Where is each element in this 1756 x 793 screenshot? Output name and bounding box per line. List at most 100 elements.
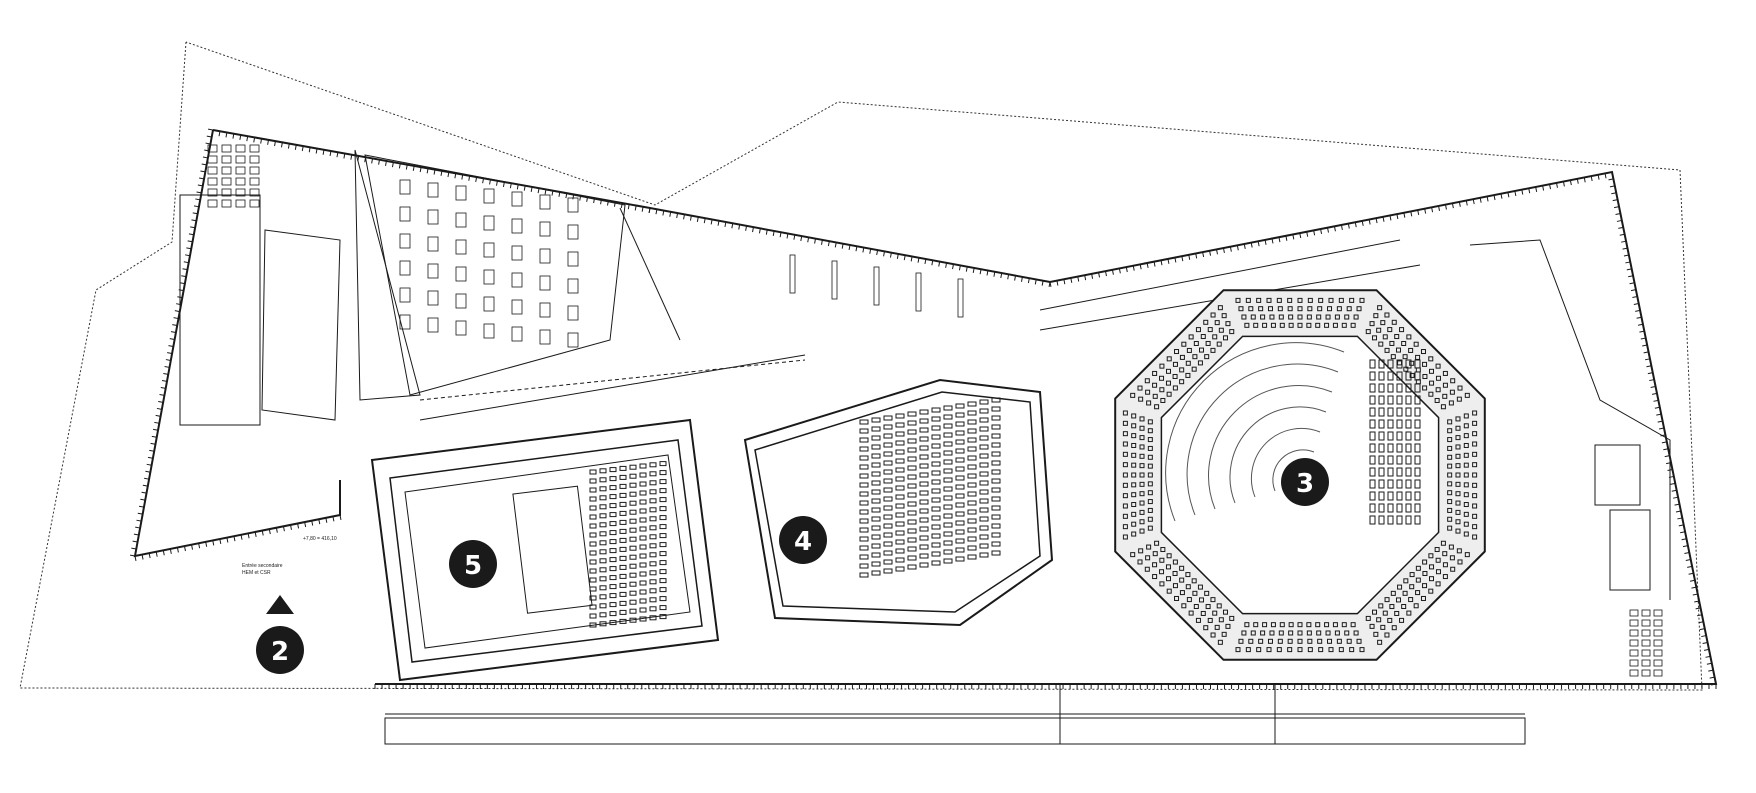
- seat: [943, 468, 953, 474]
- wall-tick: [855, 246, 858, 252]
- seat: [1396, 491, 1403, 501]
- seat: [1139, 425, 1145, 431]
- seat: [1204, 590, 1210, 596]
- seat: [1256, 297, 1262, 303]
- seat: [629, 599, 637, 605]
- wall-tick: [1472, 199, 1475, 205]
- seat: [1456, 548, 1462, 554]
- seat: [1442, 393, 1448, 399]
- wall-tick: [924, 258, 927, 265]
- seat: [1147, 507, 1153, 513]
- seat: [1447, 499, 1453, 505]
- seat: [649, 579, 657, 585]
- seat: [1188, 610, 1194, 616]
- desk: [249, 177, 260, 186]
- wall-tick: [159, 393, 165, 396]
- wall-tick: [965, 266, 968, 272]
- wall-tick: [903, 255, 906, 261]
- seat: [979, 426, 989, 432]
- wall-tick: [1681, 538, 1687, 541]
- seat: [1253, 322, 1259, 328]
- wall-tick: [1628, 275, 1634, 278]
- wall-tick: [1630, 289, 1636, 292]
- wall-tick: [1375, 218, 1378, 224]
- seat: [1365, 329, 1371, 335]
- seat: [1229, 329, 1235, 335]
- seat: [895, 440, 905, 446]
- seat: [1405, 395, 1412, 405]
- seat: [919, 526, 929, 532]
- wall-tick: [1674, 503, 1680, 506]
- seat: [943, 477, 953, 483]
- seat: [1422, 374, 1428, 380]
- seat: [619, 618, 627, 624]
- seat: [1428, 553, 1434, 559]
- desk: [207, 144, 218, 153]
- seat: [1447, 419, 1453, 425]
- seat: [859, 554, 869, 560]
- wall-tick: [1514, 190, 1517, 197]
- wall-tick: [138, 505, 145, 508]
- seat: [1122, 410, 1128, 416]
- wall-tick: [1403, 212, 1406, 218]
- seat: [629, 509, 637, 515]
- wall-tick: [197, 184, 203, 187]
- seat: [1131, 433, 1137, 439]
- seat: [1378, 341, 1384, 347]
- zone-marker-3: 3: [1281, 458, 1329, 506]
- seat: [931, 425, 941, 431]
- seat: [1455, 472, 1461, 478]
- wall-tick: [301, 146, 304, 152]
- wall-tick: [1354, 222, 1357, 228]
- seat: [619, 573, 627, 579]
- wall-tick: [683, 214, 685, 220]
- seat: [1420, 595, 1426, 601]
- seat: [1266, 297, 1272, 303]
- seat: [1399, 617, 1405, 623]
- seat: [1328, 647, 1334, 653]
- seat: [895, 503, 905, 509]
- seat: [1378, 419, 1385, 429]
- seat: [1442, 382, 1448, 388]
- seat: [1387, 371, 1394, 381]
- desk: [1653, 649, 1663, 657]
- seat: [1399, 327, 1405, 333]
- seat: [1297, 306, 1303, 312]
- seat: [609, 494, 617, 500]
- seat: [1152, 382, 1158, 388]
- seat: [1235, 647, 1241, 653]
- desk: [399, 233, 411, 249]
- seat: [1147, 472, 1153, 478]
- seat: [609, 539, 617, 545]
- seat: [967, 509, 977, 515]
- desk: [567, 305, 579, 321]
- seat: [1217, 639, 1223, 645]
- seat: [1181, 341, 1187, 347]
- wall-tick: [225, 132, 228, 138]
- seat: [907, 474, 917, 480]
- seat: [1193, 340, 1199, 346]
- seat: [1210, 597, 1216, 603]
- seat: [1334, 314, 1340, 320]
- wall-tick: [945, 262, 948, 268]
- seat: [943, 522, 953, 528]
- seat: [649, 561, 657, 567]
- seat: [1428, 391, 1434, 397]
- seat: [871, 534, 881, 540]
- seat: [609, 521, 617, 527]
- desk: [207, 199, 218, 208]
- seat: [619, 546, 627, 552]
- wall-tick: [468, 175, 471, 181]
- wall-tick: [1699, 628, 1705, 631]
- seat: [1447, 463, 1453, 469]
- wall-tick: [1659, 427, 1665, 430]
- seat: [639, 571, 647, 577]
- seat: [589, 487, 597, 493]
- wall-tick: [261, 530, 264, 536]
- seat: [609, 530, 617, 536]
- seat: [955, 538, 965, 544]
- seat: [1447, 445, 1453, 451]
- seat: [883, 568, 893, 574]
- seat: [1172, 361, 1178, 367]
- seat: [979, 408, 989, 414]
